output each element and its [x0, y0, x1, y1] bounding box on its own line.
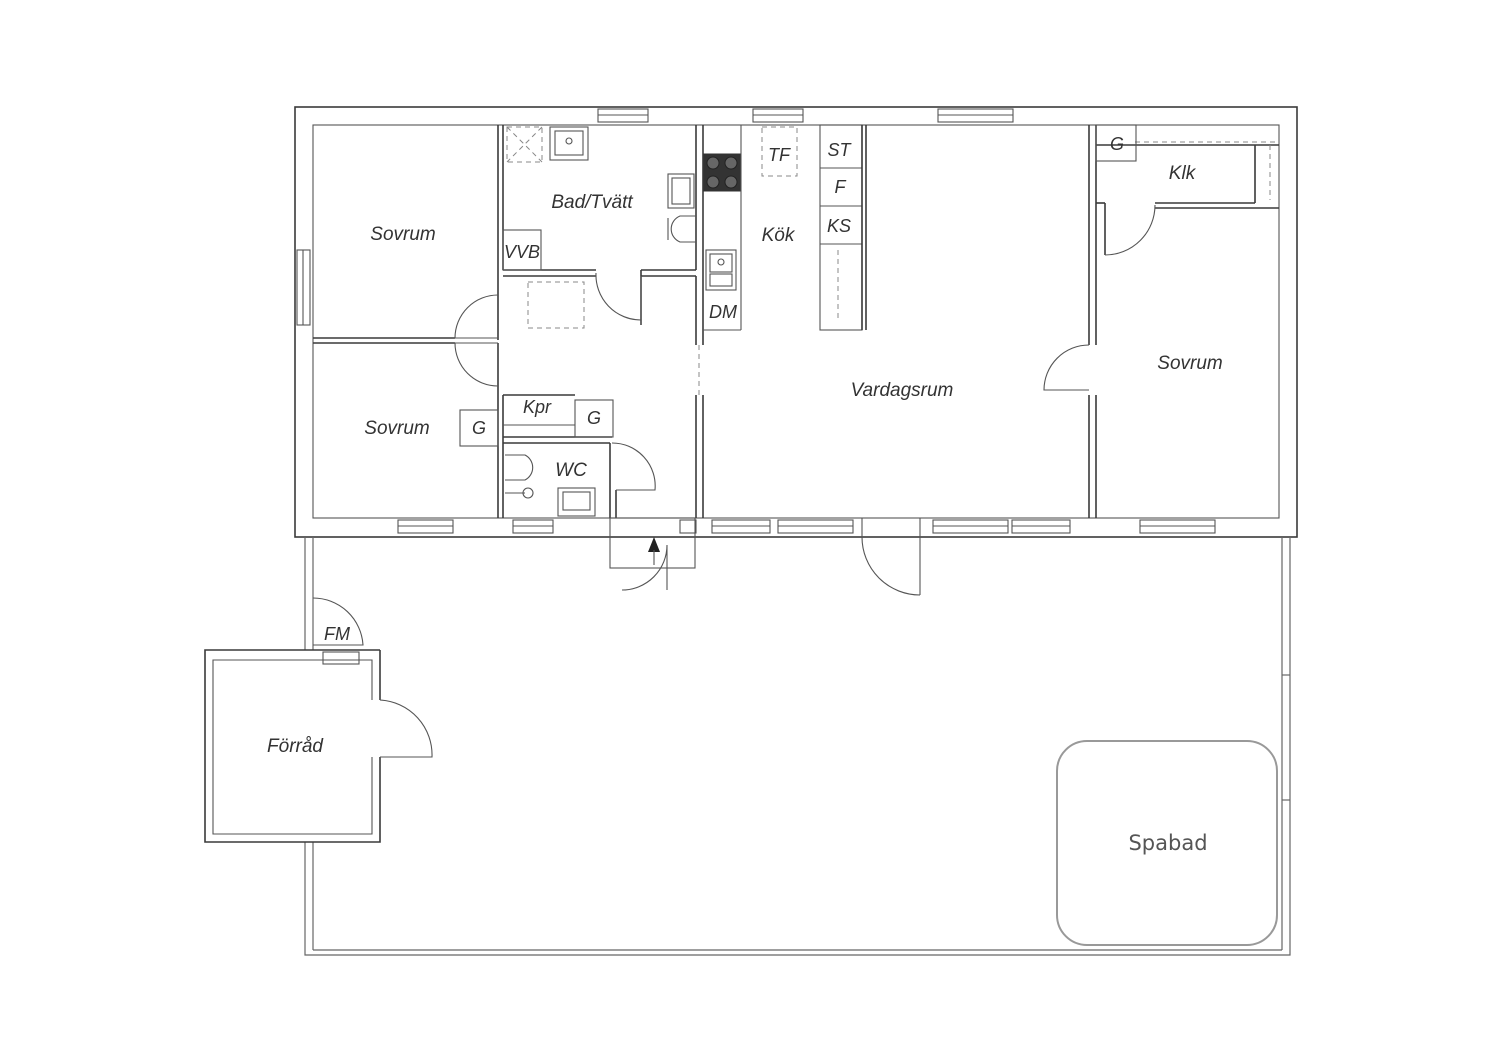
- house-walls: [294, 106, 1298, 538]
- label-klk: Klk: [1169, 163, 1197, 184]
- interior-walls: [313, 124, 1279, 518]
- label-st: ST: [827, 140, 852, 160]
- label-g-klk: G: [1110, 134, 1124, 154]
- label-vardagsrum: Vardagsrum: [851, 380, 954, 401]
- label-ks: KS: [827, 216, 851, 236]
- spabad-tub: [1056, 740, 1278, 946]
- label-g-sovrum: G: [472, 418, 486, 438]
- terrace: [304, 537, 1291, 956]
- label-dm: DM: [709, 302, 737, 322]
- label-g-kpr: G: [587, 408, 601, 428]
- room-labels: Sovrum Sovrum Sovrum Bad/Tvätt VVB Kök T…: [267, 134, 1223, 855]
- label-fm: FM: [324, 624, 350, 644]
- label-sovrum-3: Sovrum: [1157, 353, 1222, 374]
- forrad-building: [204, 649, 433, 843]
- label-sovrum-1: Sovrum: [370, 224, 435, 245]
- windows: [296, 108, 1216, 534]
- label-vvb: VVB: [504, 242, 540, 262]
- label-forrad: Förråd: [267, 736, 324, 757]
- label-kok: Kök: [762, 225, 796, 246]
- label-tf: TF: [768, 145, 791, 165]
- label-sovrum-2: Sovrum: [364, 418, 429, 439]
- label-wc: WC: [555, 460, 587, 481]
- label-bad-tvatt: Bad/Tvätt: [551, 192, 633, 213]
- label-spabad: Spabad: [1128, 831, 1207, 855]
- label-kpr: Kpr: [523, 397, 552, 417]
- fixtures: [459, 126, 798, 565]
- doors: [454, 204, 1156, 596]
- label-f: F: [835, 177, 847, 197]
